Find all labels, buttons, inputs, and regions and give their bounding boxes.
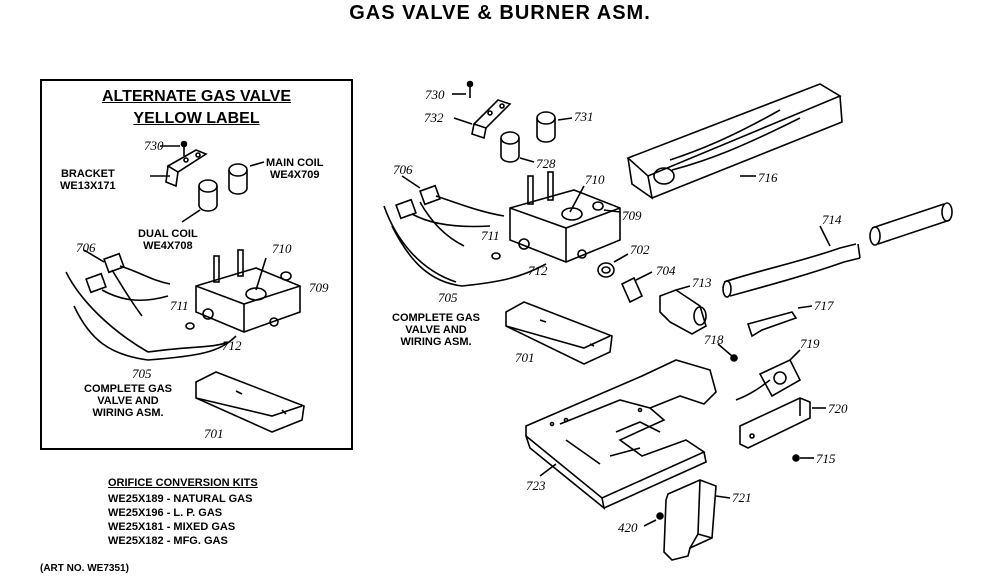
main-callout-723: 723 <box>526 478 546 493</box>
main-screw-718 <box>717 343 738 362</box>
inset-dual-coil <box>181 179 218 223</box>
orifice-kit-row: WE25X181 - MIXED GAS <box>108 521 236 533</box>
inset-main-coil-label: MAIN COIL WE4X709 <box>266 157 323 181</box>
main-burner-box-716 <box>626 83 843 200</box>
main-assembly-line3: WIRING ASM. <box>400 336 472 348</box>
dual-coil-label-text: DUAL COIL <box>138 228 198 240</box>
inset-callout-709: 709 <box>309 280 329 295</box>
main-callout-717: 717 <box>814 298 834 313</box>
inset-callout-711: 711 <box>170 298 189 313</box>
main-callout-720: 720 <box>828 401 848 416</box>
main-igniter-719 <box>735 349 802 401</box>
inset-assembly-line1: COMPLETE GAS <box>84 383 173 395</box>
inset-assembly-label: COMPLETE GAS VALVE AND WIRING ASM. <box>84 383 172 419</box>
main-callout-719: 719 <box>800 336 820 351</box>
inset-callout-712: 712 <box>222 338 242 353</box>
main-callout-705: 705 <box>438 290 458 305</box>
inset-705-brace <box>73 305 237 361</box>
main-valve-body <box>491 171 621 263</box>
main-bracket-717 <box>746 305 813 338</box>
inset-bracket-label: BRACKET WE13X171 <box>60 168 116 192</box>
main-bracket-732 <box>453 99 512 140</box>
inset-valve-body <box>185 249 301 333</box>
inset-callout-701: 701 <box>204 426 224 441</box>
main-bracket-720 <box>739 397 826 449</box>
main-screw-730 <box>452 80 474 98</box>
inset-callout-706: 706 <box>76 240 96 255</box>
inset-assembly-line3: WIRING ASM. <box>92 407 164 419</box>
main-callout-710: 710 <box>585 172 605 187</box>
alternate-gas-valve-inset <box>40 79 353 450</box>
inset-main-coil <box>228 161 265 195</box>
main-callout-709: 709 <box>622 208 642 223</box>
orifice-conversion-kits: ORIFICE CONVERSION KITS WE25X189 - NATUR… <box>108 476 258 548</box>
inset-mounting-plate <box>195 371 305 433</box>
main-coil-label-text: MAIN COIL <box>266 157 324 169</box>
main-screw-715 <box>792 454 814 462</box>
art-number: (ART NO. WE7351) <box>40 563 129 574</box>
orifice-kit-row: WE25X182 - MFG. GAS <box>108 535 228 547</box>
main-callout-728: 728 <box>536 156 556 171</box>
inset-title-line1: ALTERNATE GAS VALVE <box>101 88 292 105</box>
inset-dual-coil-label: DUAL COIL WE4X708 <box>138 228 198 252</box>
main-screw-420 <box>643 512 664 527</box>
main-mounting-plate <box>505 301 613 365</box>
main-callout-420: 420 <box>618 520 638 535</box>
main-callout-716: 716 <box>758 170 778 185</box>
main-bracket-721 <box>663 479 731 561</box>
dual-coil-part-number: WE4X708 <box>143 240 193 252</box>
main-assembly-label: COMPLETE GAS VALVE AND WIRING ASM. <box>392 312 480 348</box>
page-title: GAS VALVE & BURNER ASM. <box>349 2 651 24</box>
main-callout-702: 702 <box>630 242 650 257</box>
main-burner-cylinder <box>869 202 953 246</box>
main-callout-701: 701 <box>515 350 535 365</box>
main-coil-728 <box>500 131 535 163</box>
main-assembly-line1: COMPLETE GAS <box>392 312 481 324</box>
inset-wiring-harness <box>65 249 229 353</box>
inset-callout-710: 710 <box>272 241 292 256</box>
main-callout-718: 718 <box>704 332 724 347</box>
bracket-label-text: BRACKET <box>60 168 115 180</box>
main-coil-part-number: WE4X709 <box>269 169 320 181</box>
main-burner-tube-714 <box>722 225 861 298</box>
inset-callout-730: 730 <box>144 138 164 153</box>
main-705-brace <box>391 225 547 287</box>
main-callout-732: 732 <box>424 110 444 125</box>
inset-assembly-line2: VALVE AND <box>97 395 159 407</box>
main-callout-704: 704 <box>656 263 676 278</box>
main-callout-713: 713 <box>692 275 712 290</box>
orifice-kit-row: WE25X189 - NATURAL GAS <box>108 493 253 505</box>
main-callout-721: 721 <box>732 490 752 505</box>
main-elbow-713 <box>659 285 707 335</box>
main-callout-712: 712 <box>528 263 548 278</box>
main-callout-706: 706 <box>393 162 413 177</box>
main-fitting-704 <box>620 271 653 304</box>
main-assembly-line2: VALVE AND <box>405 324 467 336</box>
main-coil-731 <box>536 111 573 143</box>
main-fitting-702 <box>597 253 629 278</box>
orifice-kits-heading: ORIFICE CONVERSION KITS <box>108 477 258 489</box>
inset-screw-730 <box>160 140 188 156</box>
main-callout-731: 731 <box>574 109 594 124</box>
orifice-kit-row: WE25X196 - L. P. GAS <box>108 507 223 519</box>
main-wiring-harness <box>383 175 505 283</box>
bracket-part-number: WE13X171 <box>60 180 116 192</box>
inset-callout-705: 705 <box>132 366 152 381</box>
main-burner-frame-723 <box>525 359 717 511</box>
inset-title-line2: YELLOW LABEL <box>133 110 260 127</box>
inset-bracket <box>150 149 208 188</box>
main-callout-730: 730 <box>425 87 445 102</box>
inset-title: ALTERNATE GAS VALVE YELLOW LABEL <box>40 86 353 130</box>
main-callout-711: 711 <box>481 228 500 243</box>
main-callout-715: 715 <box>816 451 836 466</box>
main-callout-714: 714 <box>822 212 842 227</box>
